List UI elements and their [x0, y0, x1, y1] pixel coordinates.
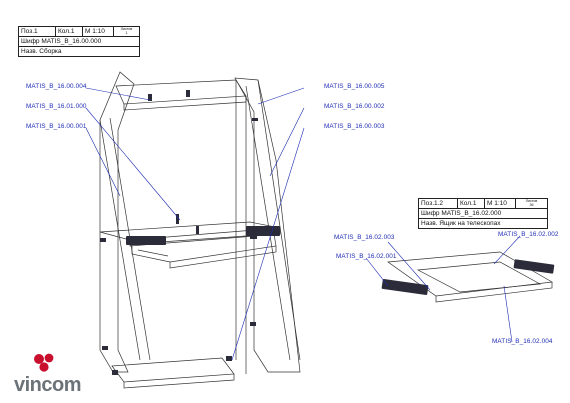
bottom-rail: [111, 357, 235, 383]
tb2-scale: М 1:10: [484, 199, 515, 208]
tb-pos: Поз.1: [21, 28, 38, 35]
callout-label: MATIS_B_16.02.001: [336, 253, 397, 260]
tb-sheets-num: 1: [125, 31, 128, 35]
left-side-frame: [99, 71, 135, 373]
callout-label: MATIS_B_16.00.005: [324, 83, 385, 90]
title-block-drawer: Поз.1.2 Кол.1 М 1:10 Листов 36 Шифр MATI…: [418, 198, 548, 229]
tb2-code: Шифр MATIS_B_16.02.000: [421, 210, 502, 217]
tb-code: Шифр MATIS_B_16.00.000: [21, 38, 102, 45]
callout-label: MATIS_B_16.00.001: [26, 123, 87, 130]
tb2-sheets-label: Листов: [525, 199, 538, 203]
callout-label: MATIS_B_16.02.002: [498, 231, 559, 238]
callout-label: MATIS_B_16.02.004: [492, 338, 553, 345]
right-side-frame: [234, 77, 301, 373]
callout-label: MATIS_B_16.00.003: [324, 123, 385, 130]
title-block-main: Поз.1 Кол.1 М 1:10 Листов 1 Шифр MATIS_B…: [18, 26, 140, 57]
tb-scale: М 1:10: [82, 27, 113, 36]
tb2-sheets-num: 36: [529, 203, 534, 207]
tb-sheets: Листов 1: [113, 27, 139, 36]
tb2-sheets: Листов 36: [515, 199, 547, 208]
tb-sheets-label: Листов: [120, 27, 133, 31]
vincom-logo-mark: [34, 353, 54, 372]
logo-text: vincom: [14, 374, 82, 396]
tb2-name: Назв. Ящик на телескопах: [421, 220, 501, 227]
tb2-pos: Поз.1.2: [421, 200, 444, 207]
callout-label: MATIS_B_16.00.002: [324, 103, 385, 110]
callout-label: MATIS_B_16.02.003: [334, 234, 395, 241]
tb-qty: Кол.1: [55, 27, 82, 36]
tb2-qty: Кол.1: [457, 199, 484, 208]
tb-name: Назв. Сборка: [21, 48, 62, 55]
top-shelf: [115, 79, 247, 105]
callout-label: MATIS_B_16.00.004: [26, 83, 87, 90]
callout-label: MATIS_B_16.01.000: [26, 103, 87, 110]
